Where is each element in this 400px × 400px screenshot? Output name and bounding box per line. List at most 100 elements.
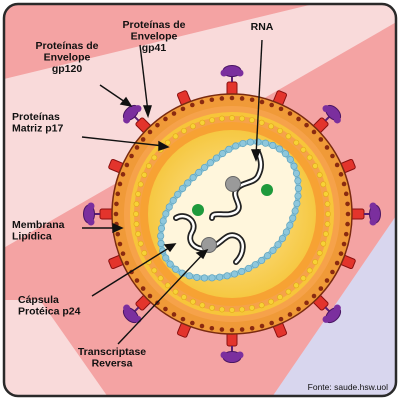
matrix-protein: [324, 201, 331, 207]
matrix-protein: [135, 191, 141, 197]
matrix-protein: [239, 115, 245, 122]
lipid-head: [249, 97, 255, 103]
integrase-dot-2: [192, 204, 204, 216]
callout-lines: [81, 39, 263, 345]
capsid-bead: [157, 239, 165, 248]
matrix-protein: [133, 201, 140, 207]
gp120-lobe: [322, 315, 330, 323]
matrix-protein: [293, 282, 300, 289]
leader-capsula: [91, 245, 173, 297]
capsid-bead: [238, 267, 246, 276]
matrix-protein: [151, 154, 158, 161]
leader-gp41: [139, 44, 149, 113]
label-gp120-line-1: Proteínas de: [35, 40, 98, 52]
lipid-head: [318, 137, 324, 142]
matrix-protein: [268, 123, 274, 130]
matrix-protein: [277, 127, 283, 134]
lipid-head: [259, 323, 265, 329]
matrix-protein-layer: [133, 115, 331, 313]
arrowhead-gp120: [119, 96, 133, 108]
lipid-head: [155, 122, 160, 128]
lipid-head: [120, 251, 126, 256]
capsid-bead: [269, 141, 277, 150]
gp120-lobe: [123, 116, 131, 124]
matrix-protein: [135, 231, 141, 237]
lipid-head: [134, 278, 140, 283]
lipid-head: [134, 145, 140, 150]
lipid-head: [345, 201, 350, 207]
background-lavender-band: [270, 210, 396, 396]
matrix-protein: [164, 139, 171, 146]
capsid-bead: [245, 264, 253, 272]
matrix-protein: [268, 298, 274, 305]
capsid-beads-layer: [157, 138, 302, 282]
lipid-head: [117, 241, 123, 247]
capsid-bead: [294, 177, 302, 185]
leader-rna: [255, 39, 263, 157]
capsid-bead: [172, 265, 180, 273]
lipid-head: [334, 162, 340, 168]
label-gp120-line-3: gp120: [52, 63, 83, 75]
capsid-bead: [282, 228, 290, 236]
capsid-bead: [286, 221, 294, 229]
capsid-bead: [193, 273, 201, 281]
lipid-head: [324, 145, 330, 150]
matrix-protein: [300, 275, 307, 282]
capsid-bead: [294, 192, 302, 200]
lipid-head: [171, 111, 177, 116]
matrix-protein: [209, 305, 215, 311]
gp120-lobe: [369, 202, 377, 210]
matrix-protein: [199, 119, 206, 126]
matrix-protein: [164, 282, 171, 289]
source-credit: Fonte: saude.hsw.uol: [308, 382, 388, 392]
gp120-lobe: [333, 304, 341, 312]
gp120-lobe: [369, 218, 377, 226]
lipid-head: [278, 316, 284, 322]
matrix-protein: [239, 306, 245, 313]
matrix-protein: [320, 181, 327, 188]
arrowhead-capsula: [163, 243, 177, 253]
matrix-protein: [325, 211, 331, 217]
label-capsula-line-1: Cápsula: [18, 294, 59, 306]
lipid-head: [114, 201, 119, 207]
gp120-lobe: [333, 116, 341, 124]
lipid-head: [147, 129, 153, 135]
capsid-bead: [165, 203, 173, 211]
matrix-protein: [229, 307, 235, 313]
lipid-head: [318, 286, 324, 291]
lipid-head: [180, 316, 186, 322]
label-membrana-line-2: Lipídica: [12, 231, 52, 243]
gp120-lobe: [123, 304, 131, 312]
capsid-bead: [159, 217, 167, 225]
matrix-protein: [320, 240, 327, 247]
matrix-protein: [285, 288, 292, 295]
matrix-protein: [172, 288, 179, 295]
matrix-protein: [316, 172, 323, 178]
matrix-protein: [199, 302, 206, 309]
gp120-lobe: [134, 105, 142, 113]
lipid-head: [287, 111, 293, 116]
capsid-bead: [162, 254, 170, 262]
lipid-head: [287, 312, 293, 317]
matrix-protein: [133, 221, 140, 227]
lipid-head: [343, 231, 349, 237]
integrase-dot-1: [261, 184, 273, 196]
gp120-lobe: [236, 69, 244, 77]
matrix-protein: [300, 146, 307, 153]
capsid-bead: [261, 139, 270, 147]
capsid-bead: [239, 139, 247, 148]
lipid-head: [115, 231, 121, 237]
lipid-head: [199, 99, 205, 105]
capsid-bead: [292, 169, 301, 177]
matrix-protein: [219, 306, 225, 313]
matrix-protein: [141, 172, 148, 178]
lipid-heads-layer: [113, 95, 351, 333]
capsid-bead: [216, 273, 224, 281]
lipid-head: [249, 325, 255, 331]
lipid-head: [209, 97, 215, 103]
lipid-head: [190, 320, 195, 326]
lipid-head: [269, 320, 274, 326]
capsid-bead: [179, 184, 187, 193]
